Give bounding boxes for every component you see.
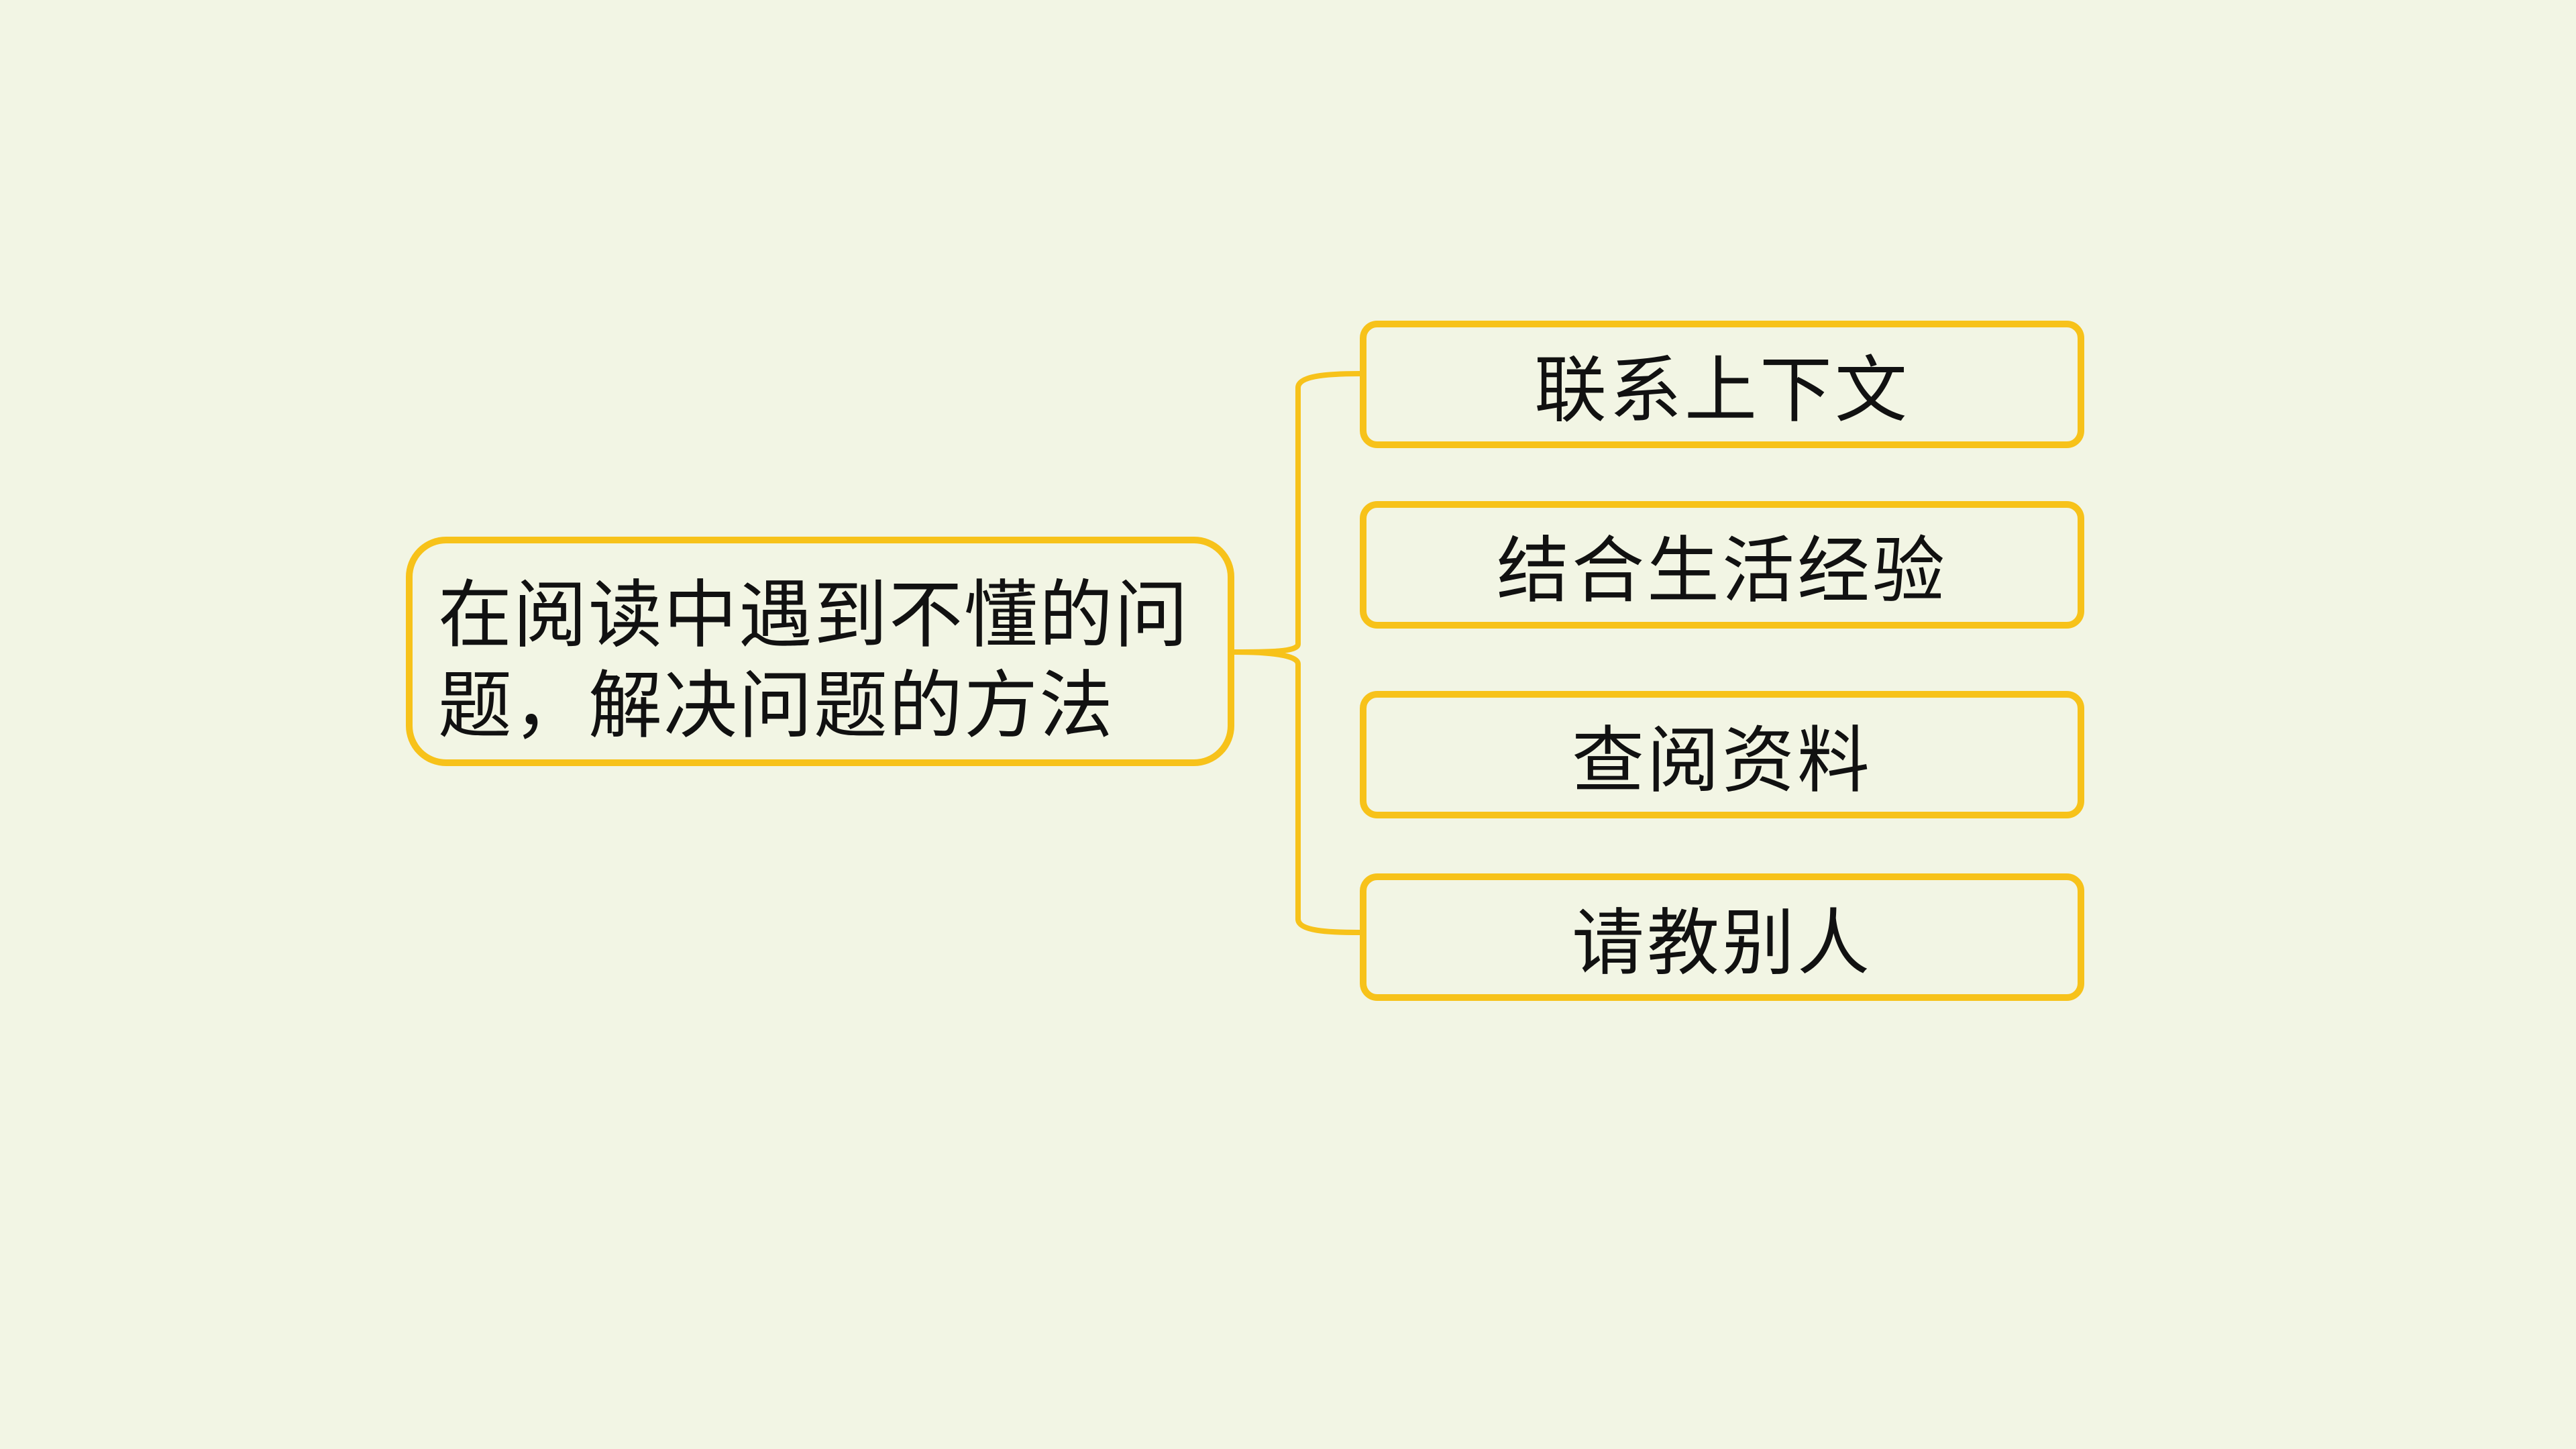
root-topic-line-2: 题，解决问题的方法 — [438, 663, 1114, 749]
bracket-line-lower — [1234, 649, 1360, 935]
branch-life-experience[interactable]: 结合生活经验 — [1360, 501, 2084, 629]
branch-ask-others[interactable]: 请教别人 — [1360, 873, 2084, 1001]
branch-context[interactable]: 联系上下文 — [1360, 321, 2084, 448]
branch-consult-materials[interactable]: 查阅资料 — [1360, 691, 2084, 818]
root-topic-line-1: 在阅读中遇到不懂的问 — [438, 572, 1189, 658]
root-topic-box[interactable]: 在阅读中遇到不懂的问 题，解决问题的方法 — [406, 537, 1234, 766]
bracket-line — [1234, 371, 1360, 655]
branch-label: 联系上下文 — [1534, 349, 1910, 433]
branch-label: 查阅资料 — [1571, 719, 1872, 803]
branch-label: 请教别人 — [1571, 902, 1872, 985]
branch-label: 结合生活经验 — [1496, 529, 1947, 613]
